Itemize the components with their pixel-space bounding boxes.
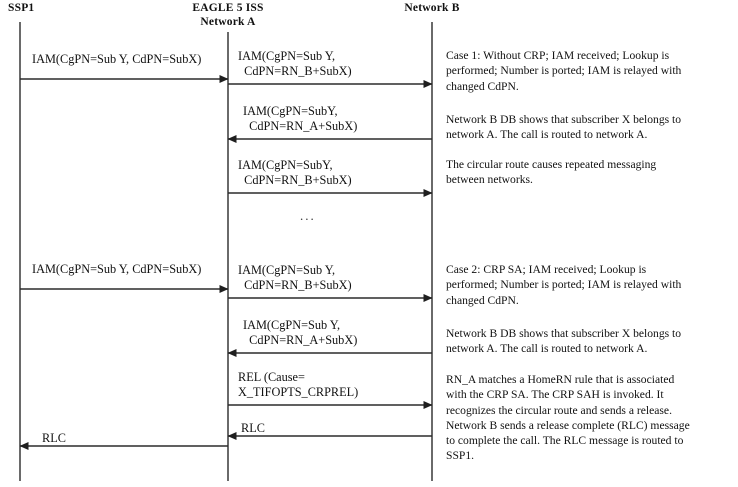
message-label-m9: RLC	[241, 421, 265, 436]
message-label-m10: RLC	[42, 431, 66, 446]
message-label-m3: IAM(CgPN=SubY, CdPN=RN_A+SubX)	[243, 104, 357, 133]
annotation-note2: Network B DB shows that subscriber X bel…	[446, 113, 682, 142]
message-label-m8: REL (Cause=X_TIFOPTS_CRPREL)	[238, 370, 358, 399]
message-label-line: CdPN=RN_B+SubX)	[238, 63, 352, 78]
message-label-line: IAM(CgPN=Sub Y,	[238, 263, 336, 277]
message-label-line: CdPN=RN_A+SubX)	[243, 118, 358, 133]
lifeline-title-eagle: EAGLE 5 ISS	[192, 2, 264, 14]
lifeline-title-networkb: Network B	[404, 2, 460, 14]
annotation-note6: RN_A matches a HomeRN rule that is assoc…	[446, 373, 690, 463]
message-label-line: REL (Cause=	[238, 370, 305, 384]
message-label-line: IAM(CgPN=Sub Y, CdPN=SubX)	[32, 52, 202, 66]
message-label-m4: IAM(CgPN=SubY, CdPN=RN_B+SubX)	[238, 158, 352, 187]
lifeline-header-networkb: Network B	[372, 2, 492, 16]
annotation-note1: Case 1: Without CRP; IAM received; Looku…	[446, 49, 682, 93]
message-label-line: CdPN=RN_A+SubX)	[243, 332, 358, 347]
message-label-m1: IAM(CgPN=Sub Y, CdPN=SubX)	[32, 52, 201, 67]
message-label-line: CdPN=RN_B+SubX)	[238, 277, 352, 292]
message-label-line: CdPN=RN_B+SubX)	[238, 172, 352, 187]
lifeline-title-ssp1: SSP1	[8, 2, 35, 14]
message-label-m2: IAM(CgPN=Sub Y, CdPN=RN_B+SubX)	[238, 49, 352, 78]
message-label-line: IAM(CgPN=Sub Y,	[238, 49, 336, 63]
continuation-ellipsis: ...	[300, 208, 316, 223]
message-label-line: IAM(CgPN=SubY,	[243, 104, 338, 118]
message-label-line: X_TIFOPTS_CRPREL)	[238, 384, 359, 399]
message-arrow-group	[19, 75, 433, 450]
message-label-line: RLC	[241, 421, 265, 435]
message-label-line: IAM(CgPN=SubY,	[238, 158, 333, 172]
lifeline-subtitle-eagle: Network A	[200, 15, 256, 28]
message-label-line: IAM(CgPN=Sub Y, CdPN=SubX)	[32, 262, 202, 276]
annotation-note3: The circular route causes repeated messa…	[446, 158, 657, 187]
message-label-m7: IAM(CgPN=Sub Y, CdPN=RN_A+SubX)	[243, 318, 357, 347]
message-label-m6: IAM(CgPN=Sub Y, CdPN=RN_B+SubX)	[238, 263, 352, 292]
message-label-m5: IAM(CgPN=Sub Y, CdPN=SubX)	[32, 262, 201, 277]
message-label-line: IAM(CgPN=Sub Y,	[243, 318, 341, 332]
annotation-note4: Case 2: CRP SA; IAM received; Lookup is …	[446, 263, 682, 307]
annotation-note5: Network B DB shows that subscriber X bel…	[446, 327, 682, 356]
message-label-line: RLC	[42, 431, 66, 445]
lifeline-header-ssp1: SSP1	[8, 2, 34, 16]
lifeline-group	[19, 22, 433, 481]
